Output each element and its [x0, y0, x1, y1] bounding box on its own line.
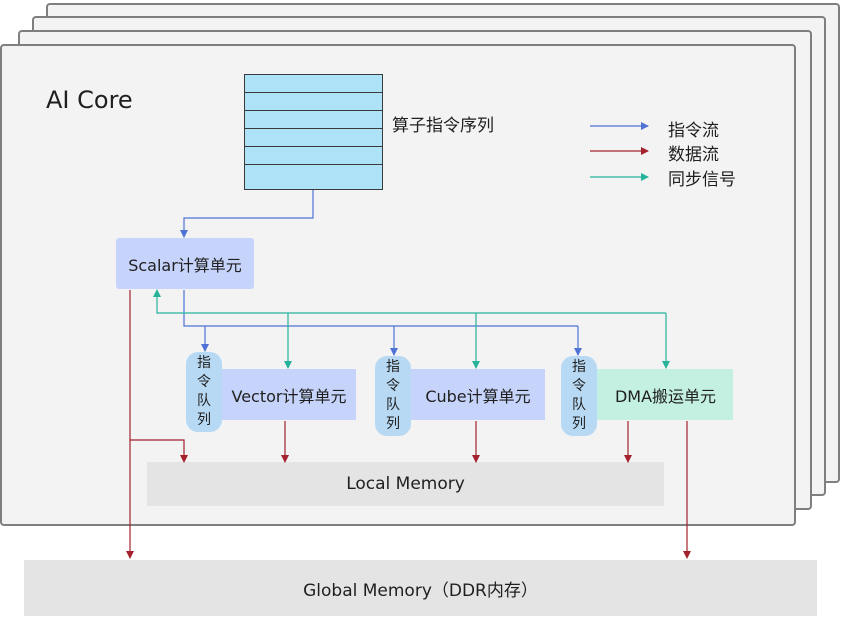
queue-char: 令 [572, 378, 586, 394]
cube-unit: Cube计算单元 [393, 369, 545, 420]
vector-unit: Vector计算单元 [204, 369, 356, 420]
op-sequence-row [245, 129, 382, 147]
op-sequence-row [245, 147, 382, 165]
legend-instruction-label: 指令流 [668, 121, 719, 141]
op-sequence-row [245, 75, 382, 93]
vector-instruction-queue: 指 令 队 列 [186, 352, 222, 432]
dma-instruction-queue: 指 令 队 列 [561, 356, 597, 436]
queue-char: 列 [386, 416, 400, 432]
local-memory: Local Memory [147, 462, 664, 506]
scalar-unit: Scalar计算单元 [116, 238, 254, 289]
instruction-scalar-bus [183, 290, 578, 327]
cube-instruction-queue: 指 令 队 列 [375, 356, 411, 436]
queue-char: 令 [197, 374, 211, 390]
instruction-seq-to-scalar [180, 190, 314, 238]
queue-char: 队 [197, 393, 211, 409]
legend-data-label: 数据流 [668, 145, 719, 165]
queue-char: 令 [386, 378, 400, 394]
queue-char: 队 [572, 397, 586, 413]
queue-char: 指 [197, 355, 211, 371]
dma-unit: DMA搬运单元 [580, 369, 733, 420]
queue-char: 队 [386, 397, 400, 413]
op-sequence-row [245, 93, 382, 111]
queue-char: 列 [572, 416, 586, 432]
global-memory: Global Memory（DDR内存） [24, 560, 817, 616]
op-sequence-table [244, 74, 383, 190]
queue-char: 指 [572, 359, 586, 375]
legend-sync-label: 同步信号 [668, 170, 736, 190]
queue-char: 指 [386, 359, 400, 375]
core-title: AI Core [46, 86, 133, 114]
op-sequence-row [245, 111, 382, 129]
op-sequence-label: 算子指令序列 [392, 116, 494, 136]
data-scalar-to-local [130, 439, 188, 463]
sync-bus-to-scalar [153, 289, 666, 314]
queue-char: 列 [197, 412, 211, 428]
